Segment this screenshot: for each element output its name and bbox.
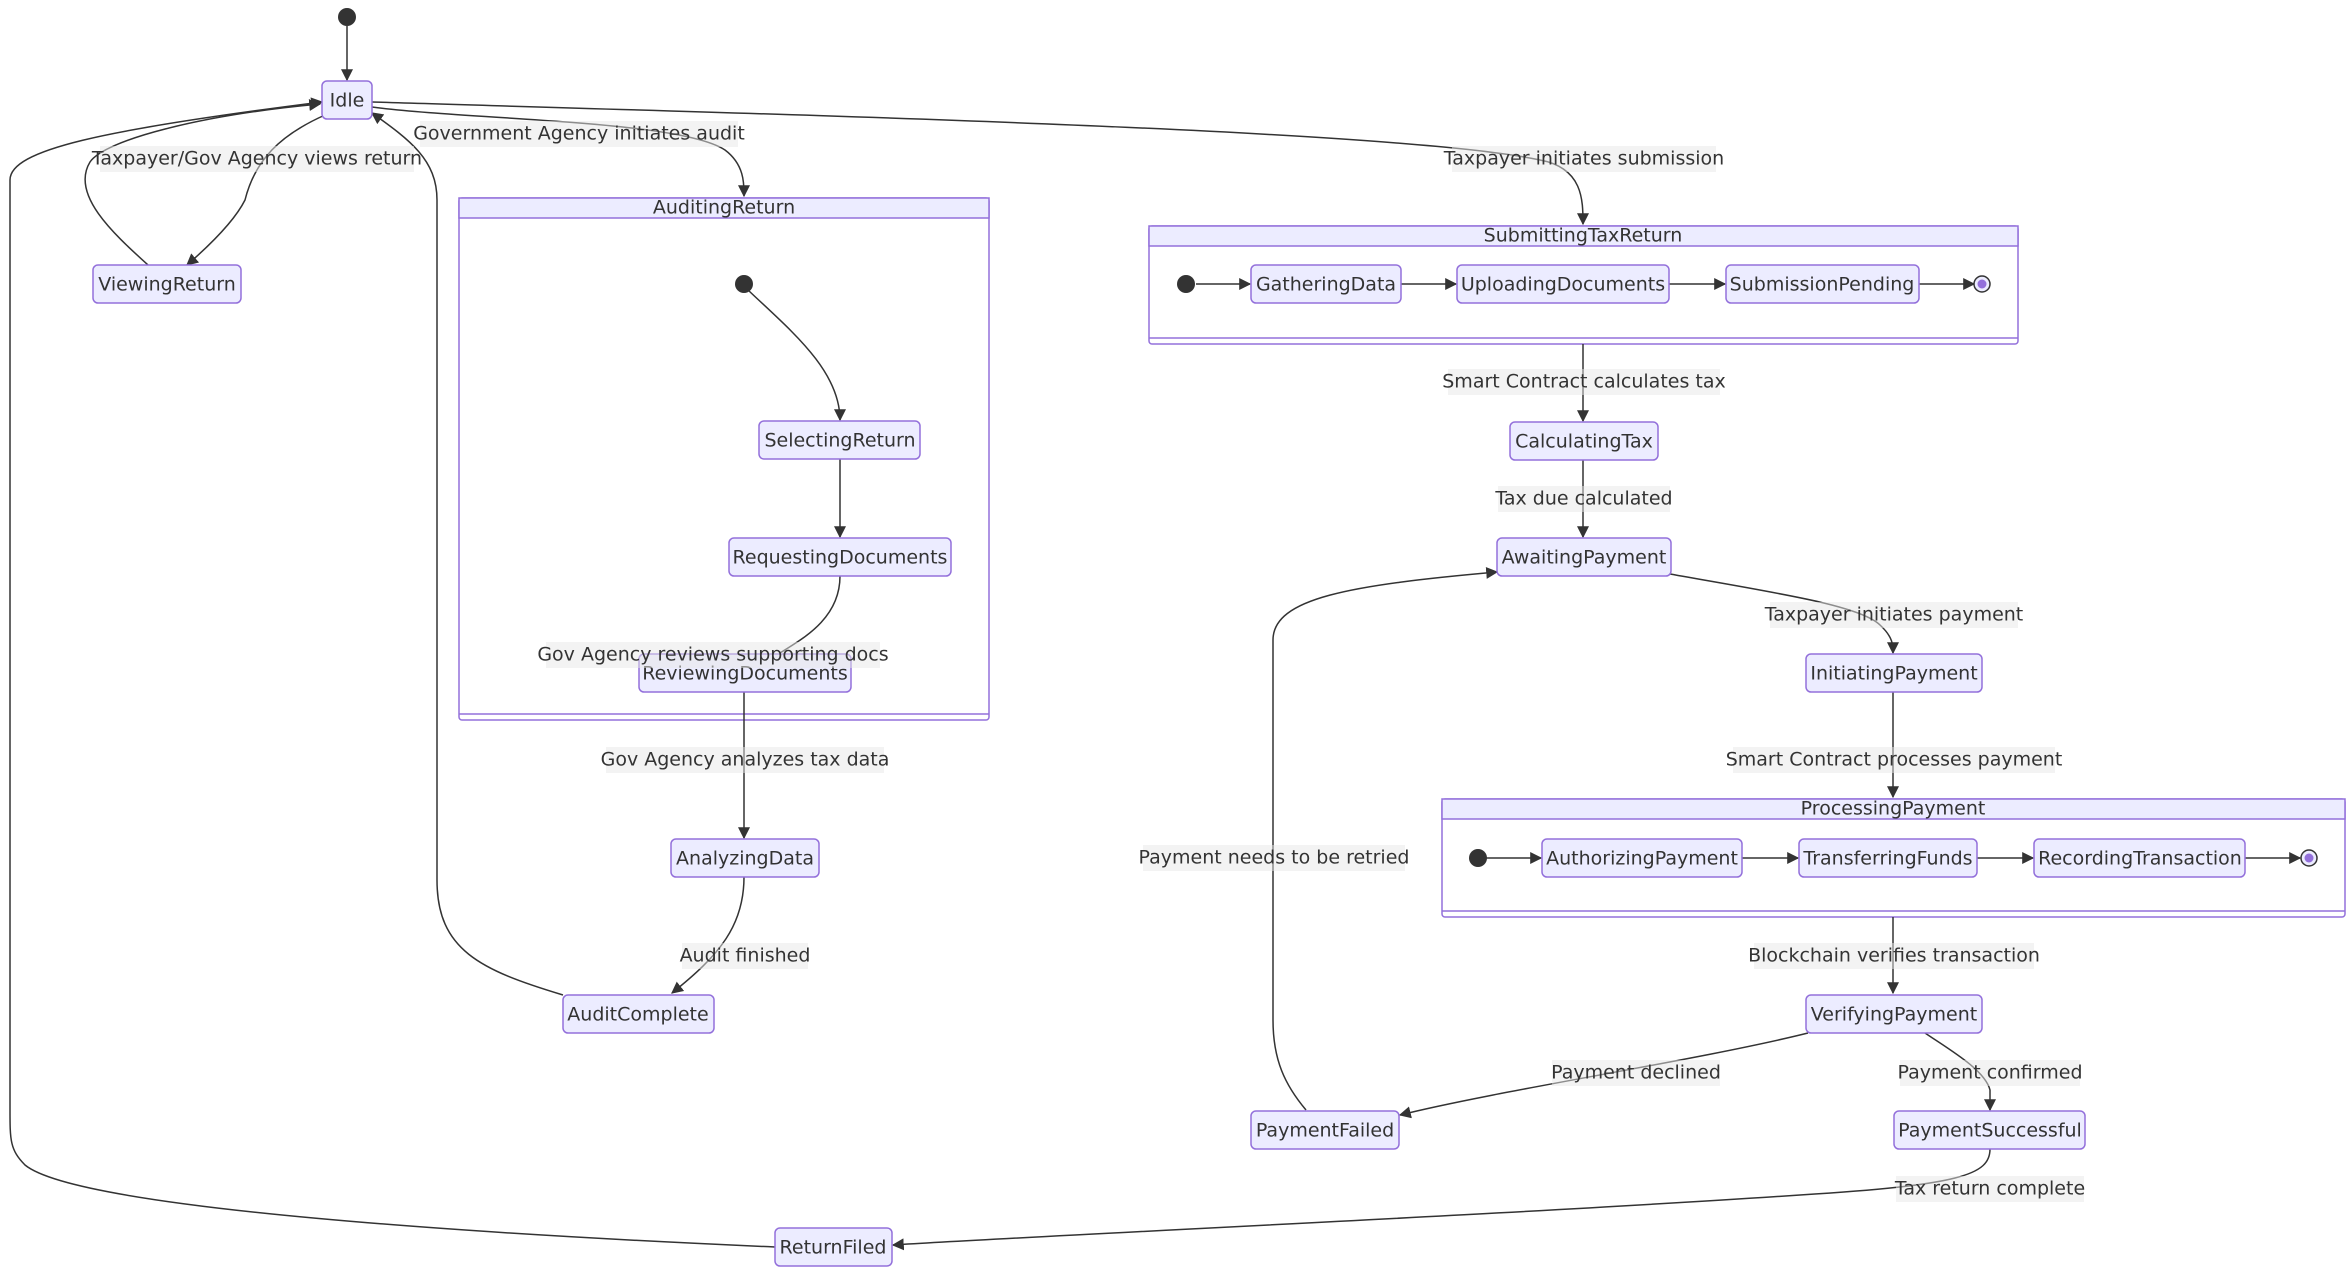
svg-text:PaymentSuccessful: PaymentSuccessful <box>1898 1120 2082 1142</box>
edge-label-smart-contract-calculates: Smart Contract calculates tax <box>1442 371 1725 393</box>
state-calculating-tax: CalculatingTax <box>1509 421 1659 461</box>
edge-label-analyzes-tax-data: Gov Agency analyzes tax data <box>601 749 890 771</box>
state-payment-failed: PaymentFailed <box>1250 1110 1400 1150</box>
state-selecting-return: SelectingReturn <box>758 420 921 460</box>
cluster-title-auditing-return: AuditingReturn <box>653 197 795 219</box>
state-initiating-payment: InitiatingPayment <box>1805 653 1983 693</box>
state-authorizing-payment: AuthorizingPayment <box>1541 838 1743 878</box>
svg-text:AnalyzingData: AnalyzingData <box>676 848 814 870</box>
edge-labels: Government Agency initiates audit Taxpay… <box>91 121 2085 1202</box>
edge-label-taxpayer-initiates-payment: Taxpayer initiates payment <box>1764 604 2024 626</box>
edge-viewing-return-to-idle <box>84 99 322 266</box>
edge-returnfiled-to-idle <box>9 97 776 1248</box>
edge-failed-to-awaiting <box>1272 566 1499 1111</box>
svg-text:ReturnFiled: ReturnFiled <box>780 1237 887 1259</box>
svg-text:GatheringData: GatheringData <box>1256 274 1396 296</box>
state-audit-complete: AuditComplete <box>562 994 715 1034</box>
svg-text:RequestingDocuments: RequestingDocuments <box>733 547 948 569</box>
edge-label-audit-finished: Audit finished <box>680 945 811 967</box>
edge-label-reviews-supporting-docs: Gov Agency reviews supporting docs <box>537 644 888 666</box>
state-awaiting-payment: AwaitingPayment <box>1496 537 1672 577</box>
svg-text:TransferringFunds: TransferringFunds <box>1802 848 1972 870</box>
edge-label-payment-declined: Payment declined <box>1551 1062 1721 1084</box>
state-payment-successful: PaymentSuccessful <box>1893 1110 2086 1150</box>
end-node-submitting <box>1973 275 1991 293</box>
state-return-filed: ReturnFiled <box>774 1227 893 1267</box>
start-node-submitting <box>1177 275 1195 293</box>
edge-label-blockchain-verifies: Blockchain verifies transaction <box>1748 945 2040 967</box>
state-viewing-return: ViewingReturn <box>92 264 242 304</box>
svg-text:PaymentFailed: PaymentFailed <box>1256 1120 1394 1142</box>
svg-text:ViewingReturn: ViewingReturn <box>98 274 236 296</box>
start-node-processing <box>1469 849 1487 867</box>
state-transferring-funds: TransferringFunds <box>1798 838 1978 878</box>
svg-text:AuditComplete: AuditComplete <box>567 1004 708 1026</box>
edge-idle-to-auditing-return <box>371 106 751 198</box>
edge-label-smart-contract-processes: Smart Contract processes payment <box>1726 749 2063 771</box>
edge-label-views-return: Taxpayer/Gov Agency views return <box>91 148 422 170</box>
edge-label-tax-due-calculated: Tax due calculated <box>1494 488 1672 510</box>
svg-text:SubmissionPending: SubmissionPending <box>1730 274 1915 296</box>
svg-text:SelectingReturn: SelectingReturn <box>764 430 915 452</box>
edge-successful-to-returnfiled <box>891 1148 1991 1251</box>
state-recording-transaction: RecordingTransaction <box>2033 838 2246 878</box>
svg-text:VerifyingPayment: VerifyingPayment <box>1811 1004 1977 1026</box>
edges <box>9 26 2302 1251</box>
state-analyzing-data: AnalyzingData <box>670 838 820 878</box>
cluster-title-submitting-tax-return: SubmittingTaxReturn <box>1484 225 1683 247</box>
state-submission-pending: SubmissionPending <box>1725 264 1920 304</box>
edge-label-gov-initiates-audit: Government Agency initiates audit <box>413 123 745 145</box>
state-verifying-payment: VerifyingPayment <box>1805 994 1983 1034</box>
svg-text:RecordingTransaction: RecordingTransaction <box>2038 848 2242 870</box>
edge-audit-start-to-selecting <box>747 289 846 422</box>
state-gathering-data: GatheringData <box>1250 264 1402 304</box>
start-node-top <box>338 8 356 26</box>
cluster-auditing-return: AuditingReturn <box>458 197 990 721</box>
edge-analyzing-to-auditcomplete <box>671 876 745 994</box>
svg-text:UploadingDocuments: UploadingDocuments <box>1461 274 1665 296</box>
edge-idle-to-viewing-return <box>186 114 326 266</box>
edge-label-tax-return-complete: Tax return complete <box>1894 1178 2085 1200</box>
svg-text:Idle: Idle <box>330 90 365 112</box>
state-idle: Idle <box>321 80 373 120</box>
state-uploading-documents: UploadingDocuments <box>1456 264 1670 304</box>
svg-text:CalculatingTax: CalculatingTax <box>1515 431 1653 453</box>
cluster-title-processing-payment: ProcessingPayment <box>1801 798 1986 820</box>
edge-label-payment-retry: Payment needs to be retried <box>1139 847 1410 869</box>
edge-auditcomplete-to-idle <box>371 112 564 996</box>
start-node-auditing <box>735 275 753 293</box>
state-requesting-documents: RequestingDocuments <box>728 537 952 577</box>
end-node-processing <box>2300 849 2318 867</box>
svg-text:InitiatingPayment: InitiatingPayment <box>1810 663 1977 685</box>
edge-label-taxpayer-initiates-submission: Taxpayer initiates submission <box>1443 148 1724 170</box>
svg-text:AuthorizingPayment: AuthorizingPayment <box>1546 848 1738 870</box>
svg-text:AwaitingPayment: AwaitingPayment <box>1502 547 1667 569</box>
pseudo-states <box>338 8 2318 867</box>
edge-label-payment-confirmed: Payment confirmed <box>1897 1062 2082 1084</box>
